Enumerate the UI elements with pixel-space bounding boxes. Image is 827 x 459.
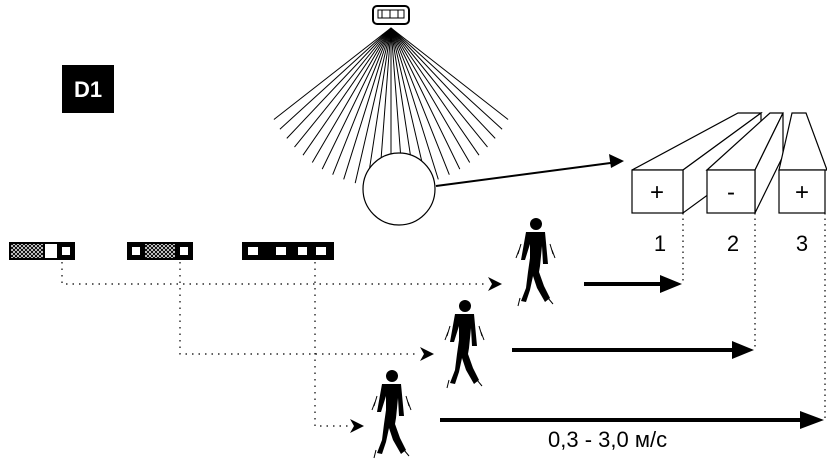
walking-person-icon: [444, 299, 485, 389]
movement-arrow-3: [440, 411, 824, 429]
detection-circle: [362, 152, 436, 226]
detection-ray: [302, 27, 392, 156]
zone-3-number: 3: [796, 231, 808, 256]
detection-ray: [279, 27, 392, 130]
detection-ray: [390, 27, 509, 120]
arrow-icon: [609, 154, 624, 168]
motion-sensor-icon: [372, 5, 410, 25]
detection-ray: [390, 27, 461, 170]
zone-2-number: 2: [727, 231, 739, 256]
detection-ray: [294, 27, 392, 148]
movement-arrow-1: [584, 275, 682, 293]
leader-lines: [61, 262, 486, 427]
zone-boundary-lines: [682, 213, 826, 420]
detection-ray: [390, 27, 503, 130]
pattern-code-1: [9, 242, 75, 260]
detection-ray: [390, 27, 439, 180]
leader-arrowhead-2: [420, 347, 434, 361]
movement-arrow-2: [512, 341, 754, 359]
zone-3-sign: +: [795, 179, 809, 206]
pattern-code-2: [127, 242, 193, 260]
zone-2: -: [705, 112, 784, 214]
d1-badge: D1: [62, 65, 114, 113]
detection-ray: [390, 27, 471, 163]
d1-badge-label: D1: [74, 77, 102, 102]
detection-ray: [390, 27, 480, 156]
detection-ray: [273, 27, 392, 120]
speed-range-label: 0,3 - 3,0 м/с: [548, 427, 667, 452]
detection-ray: [354, 27, 392, 184]
detection-ray: [343, 27, 392, 180]
zone-1-number: 1: [654, 231, 666, 256]
detection-ray: [390, 27, 488, 148]
pattern-code-3: [242, 242, 334, 260]
zone-2-sign: -: [727, 179, 735, 206]
detection-ray: [390, 27, 450, 175]
zone-1-sign: +: [650, 179, 664, 206]
projection-arrow: [435, 161, 619, 187]
walking-person-icon: [371, 369, 412, 459]
detection-ray: [286, 27, 392, 139]
detection-ray: [332, 27, 392, 175]
leader-arrowhead-1: [488, 277, 502, 291]
walking-person-icon: [515, 217, 556, 307]
zone-3: +: [778, 112, 827, 214]
detection-ray: [366, 27, 392, 186]
leader-arrowhead-3: [350, 419, 364, 433]
detection-ray: [390, 27, 496, 139]
detection-ray: [321, 27, 392, 170]
detection-ray: [311, 27, 392, 163]
detection-ray: [390, 27, 428, 184]
